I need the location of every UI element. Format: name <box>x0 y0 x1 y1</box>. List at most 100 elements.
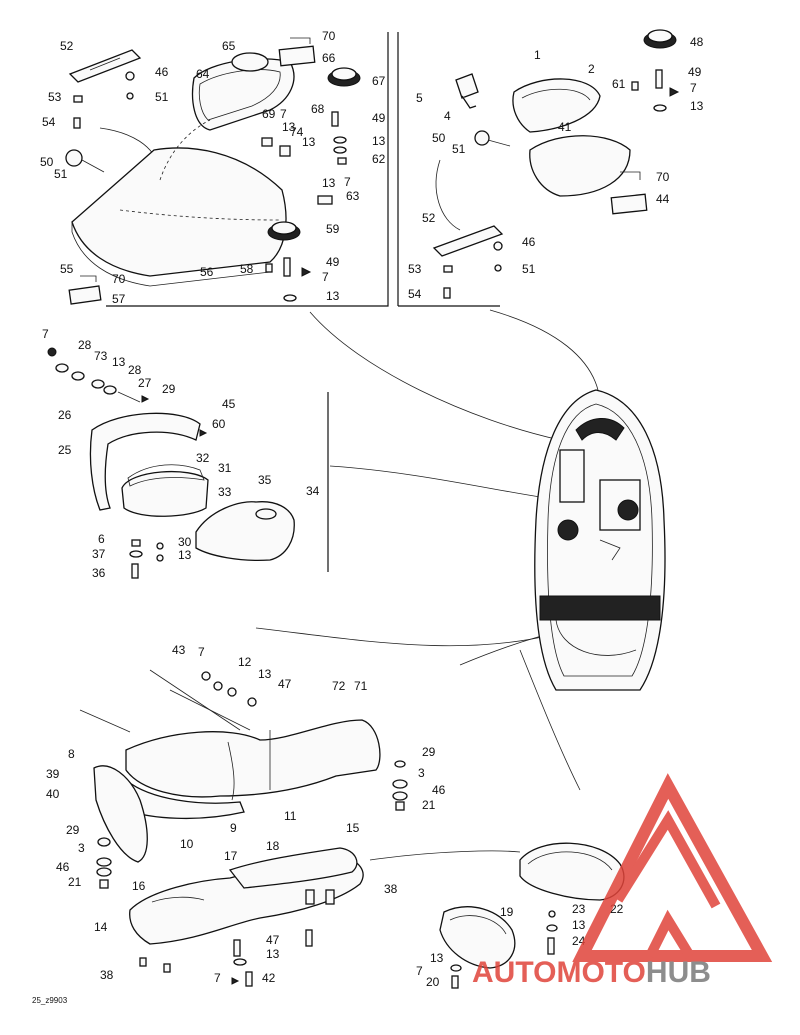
callout-47: 47 <box>278 677 292 691</box>
callout-63: 63 <box>346 189 360 203</box>
callout-32: 32 <box>196 451 210 465</box>
callout-13: 13 <box>258 667 272 681</box>
callout-46: 46 <box>432 783 446 797</box>
callout-13: 13 <box>302 135 316 149</box>
backrest-25 <box>89 412 201 511</box>
callout-29: 29 <box>422 745 436 759</box>
main-seat-group <box>79 669 408 987</box>
lid-1 <box>512 78 601 133</box>
callout-62: 62 <box>372 152 386 166</box>
callout-6: 6 <box>98 532 105 546</box>
callout-13: 13 <box>690 99 704 113</box>
callout-70: 70 <box>322 29 336 43</box>
callout-13: 13 <box>430 951 444 965</box>
callout-46: 46 <box>56 860 70 874</box>
callout-72: 72 <box>332 679 346 693</box>
callout-4: 4 <box>444 109 451 123</box>
callout-69: 69 <box>262 107 276 121</box>
callout-12: 12 <box>238 655 252 669</box>
callout-11: 11 <box>284 809 297 823</box>
callout-50: 50 <box>432 131 446 145</box>
callout-14: 14 <box>94 920 108 934</box>
callout-17: 17 <box>224 849 238 863</box>
callout-7: 7 <box>214 971 221 985</box>
callout-5: 5 <box>416 91 423 105</box>
callout-34: 34 <box>306 484 320 498</box>
callout-50: 50 <box>40 155 54 169</box>
callout-13: 13 <box>112 355 126 369</box>
rear-storage-cover-group <box>65 37 361 305</box>
callout-44: 44 <box>656 192 670 206</box>
callout-37: 37 <box>92 547 106 561</box>
callout-52: 52 <box>422 211 436 225</box>
callout-3: 3 <box>418 766 425 780</box>
callout-70: 70 <box>656 170 670 184</box>
callout-38: 38 <box>100 968 114 982</box>
callout-54: 54 <box>408 287 422 301</box>
callout-20: 20 <box>426 975 440 989</box>
callout-3: 3 <box>78 841 85 855</box>
callout-51: 51 <box>54 167 68 181</box>
callout-71: 71 <box>354 679 368 693</box>
callout-53: 53 <box>48 90 62 104</box>
section-dividers <box>106 32 500 572</box>
callout-35: 35 <box>258 473 272 487</box>
callout-74: 74 <box>290 125 304 139</box>
callout-36: 36 <box>92 566 106 580</box>
callout-58: 58 <box>240 262 254 276</box>
callout-13: 13 <box>266 947 280 961</box>
front-storage-group <box>432 29 680 299</box>
callout-21: 21 <box>68 875 82 889</box>
callout-27: 27 <box>138 376 152 390</box>
callout-42: 42 <box>262 971 276 985</box>
callout-67: 67 <box>372 74 386 88</box>
callout-59: 59 <box>326 222 340 236</box>
callout-29: 29 <box>162 382 176 396</box>
callout-25: 25 <box>58 443 72 457</box>
callout-19: 19 <box>500 905 514 919</box>
callout-65: 65 <box>222 39 236 53</box>
callout-49: 49 <box>688 65 702 79</box>
callout-43: 43 <box>172 643 186 657</box>
rail-17 <box>228 847 358 889</box>
backrest-group <box>47 347 295 579</box>
callout-73: 73 <box>94 349 108 363</box>
callout-23: 23 <box>572 902 586 916</box>
callout-7: 7 <box>416 964 423 978</box>
diagram-code: 25_z9903 <box>32 996 68 1005</box>
callout-54: 54 <box>42 115 56 129</box>
leader-lines <box>99 127 599 861</box>
callout-68: 68 <box>311 102 325 116</box>
callout-26: 26 <box>58 408 72 422</box>
callout-46: 46 <box>155 65 169 79</box>
callout-49: 49 <box>326 255 340 269</box>
callout-13: 13 <box>372 134 386 148</box>
callout-18: 18 <box>266 839 280 853</box>
strap-52 <box>68 49 142 83</box>
callout-7: 7 <box>322 270 329 284</box>
seat-cushion-31 <box>121 471 209 517</box>
callout-41: 41 <box>558 120 572 134</box>
callout-15: 15 <box>346 821 360 835</box>
callout-55: 55 <box>60 262 74 276</box>
callout-39: 39 <box>46 767 60 781</box>
callout-53: 53 <box>408 262 422 276</box>
callout-13: 13 <box>572 918 586 932</box>
callout-51: 51 <box>155 90 169 104</box>
callout-45: 45 <box>222 397 236 411</box>
callout-16: 16 <box>132 879 146 893</box>
cover-56 <box>71 147 287 277</box>
callout-7: 7 <box>280 107 287 121</box>
side-panel-39 <box>93 765 148 863</box>
callout-61: 61 <box>612 77 626 91</box>
callout-70: 70 <box>112 272 126 286</box>
pad-34 <box>195 501 295 562</box>
callout-2: 2 <box>588 62 595 76</box>
callout-7: 7 <box>344 175 351 189</box>
watercraft-hull <box>534 389 666 691</box>
callout-64: 64 <box>196 67 210 81</box>
callout-60: 60 <box>212 417 226 431</box>
strap-19 <box>439 906 516 969</box>
